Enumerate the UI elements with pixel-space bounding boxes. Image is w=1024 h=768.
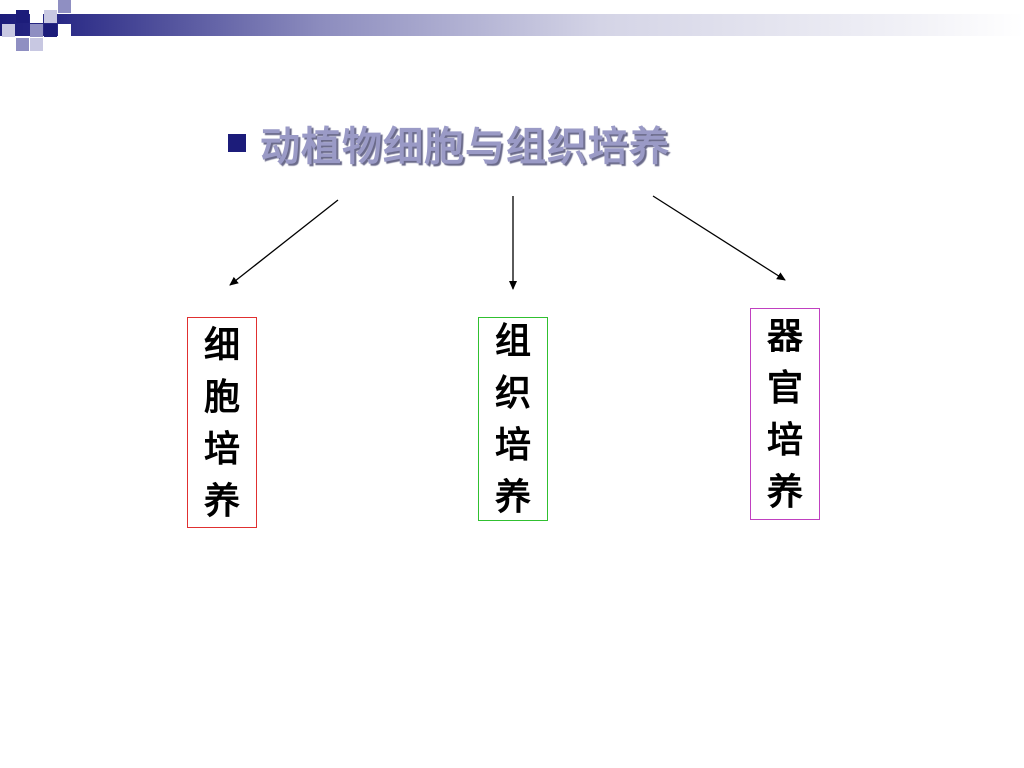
node-label: 细胞培养 bbox=[204, 323, 241, 522]
node-label: 组织培养 bbox=[495, 320, 532, 518]
arrow-left bbox=[229, 199, 339, 286]
arrow-right bbox=[652, 195, 786, 281]
node-organ-culture: 器官培养 bbox=[750, 308, 820, 520]
square-bullet-icon bbox=[228, 134, 246, 152]
title-row: 动植物细胞与组织培养 bbox=[228, 118, 670, 170]
node-tissue-culture: 组织培养 bbox=[478, 317, 548, 521]
header-band bbox=[0, 14, 1024, 36]
node-cell-culture: 细胞培养 bbox=[187, 317, 257, 528]
slide-title: 动植物细胞与组织培养 bbox=[260, 124, 670, 170]
node-label: 器官培养 bbox=[767, 315, 804, 513]
